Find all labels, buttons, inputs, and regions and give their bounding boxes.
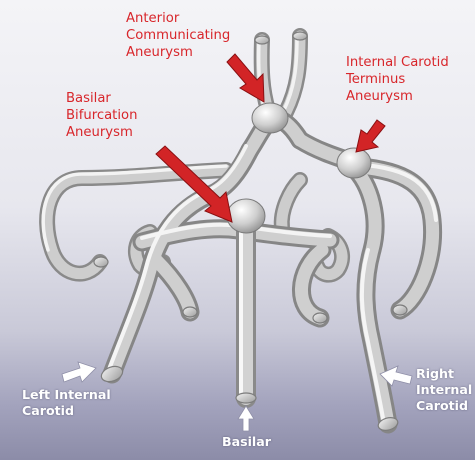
- left-internal-carotid-label: Left Internal Carotid: [22, 387, 111, 419]
- ica-terminus-aneurysm-dome: [337, 148, 371, 178]
- ica-terminus-arrow-icon: [356, 120, 385, 152]
- basilar-label: Basilar: [222, 434, 271, 450]
- right-internal-carotid-label: Right Internal Carotid: [416, 366, 472, 414]
- acom-aneurysm-label: Anterior Communicating Aneurysm: [126, 11, 230, 61]
- ica-terminus-aneurysm-label: Internal Carotid Terminus Aneurysm: [346, 55, 449, 105]
- basilar-bifurcation-aneurysm-dome: [227, 199, 265, 233]
- acom-aneurysm-dome: [252, 103, 288, 133]
- left-carotid-arrow-icon: [62, 362, 96, 382]
- basilar-arrow-icon: [238, 406, 254, 431]
- basilar-bifurcation-aneurysm-label: Basilar Bifurcation Aneurysm: [66, 91, 137, 141]
